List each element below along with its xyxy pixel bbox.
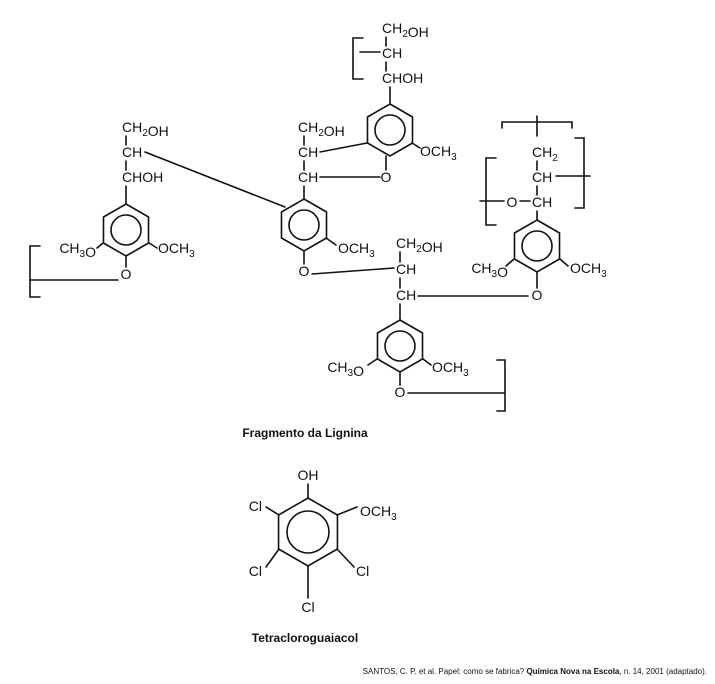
- ring-middle: [280, 198, 328, 252]
- bottom-och3: OCH3: [432, 359, 469, 379]
- source-citation: SANTOS, C. P. et al. Papel: como se fabr…: [363, 667, 707, 676]
- right-ether-o-bottom: O: [532, 287, 543, 303]
- ring-tetrachloroguaiacol: [277, 497, 339, 567]
- middle-ch-alpha: CH: [298, 169, 318, 185]
- left-ch3o: CH3O: [59, 240, 96, 260]
- middle-to-bottom-bond: [311, 267, 395, 275]
- right-ch: CH: [532, 169, 552, 185]
- bottom-ch: CH: [396, 261, 416, 277]
- bottom-methoxy-bond: [422, 358, 432, 366]
- tcg-methoxy-bond: [336, 506, 358, 516]
- tcg-cl-bottom: Cl: [301, 599, 314, 615]
- ring-top-aromatic-circle: [374, 114, 406, 146]
- top-polymer-bracket: [352, 37, 364, 80]
- source-suffix: , n. 14, 2001 (adaptado).: [619, 667, 707, 676]
- ring-right: [513, 219, 561, 273]
- left-choh: CHOH: [122, 169, 163, 185]
- right-polymer-bracket-left: [485, 157, 497, 226]
- bottom-ch3o: CH3O: [327, 359, 364, 379]
- ring-top: [366, 103, 414, 157]
- source-journal: Química Nova na Escola: [526, 667, 619, 676]
- top-ch: CH: [382, 45, 402, 61]
- right-och3: OCH3: [570, 260, 607, 280]
- middle-och3: OCH3: [338, 240, 375, 260]
- bottom-ch-alpha: CH: [396, 287, 416, 303]
- ring-left: [102, 203, 150, 257]
- middle-to-top-bond: [319, 142, 368, 153]
- tcg-och3: OCH3: [360, 503, 397, 523]
- middle-ch: CH: [298, 144, 318, 160]
- bottom-methoxy-bond: [367, 358, 378, 366]
- middle-ch2oh: CH2OH: [298, 119, 345, 139]
- right-methoxy-bond: [559, 258, 569, 267]
- bottom-ch2oh: CH2OH: [396, 235, 443, 255]
- left-methoxy-bond: [96, 242, 104, 249]
- middle-methoxy-bond: [325, 237, 337, 246]
- ring-bottom: [376, 319, 424, 373]
- ring-middle-aromatic-circle: [288, 209, 320, 241]
- tcg-cl-bottom-left: Cl: [249, 563, 262, 579]
- caption-lignin-fragment: Fragmento da Lignina: [242, 426, 368, 440]
- tcg-cl-bond: [336, 548, 355, 568]
- right-methoxy-bond: [505, 258, 515, 267]
- right-polymer-bracket-right: [574, 137, 585, 209]
- tcg-cl-bond: [265, 548, 280, 568]
- top-ch2oh: CH2OH: [382, 20, 429, 40]
- chemical-bonds: [29, 36, 591, 599]
- left-ether-o: O: [121, 266, 132, 282]
- tcg-oh: OH: [298, 467, 319, 483]
- ring-left-aromatic-circle: [110, 214, 142, 246]
- right-ch2: CH2: [532, 144, 558, 164]
- middle-ether-o: O: [299, 263, 310, 279]
- bottom-polymer-bracket: [496, 359, 506, 412]
- left-och3: OCH3: [158, 240, 195, 260]
- ring-tetrachloroguaiacol-aromatic-circle: [286, 510, 330, 554]
- bottom-ether-o: O: [395, 384, 406, 400]
- source-prefix: SANTOS, C. P. et al. Papel: como se fabr…: [363, 667, 527, 676]
- left-polymer-bracket: [29, 245, 41, 298]
- top-methoxy-bond: [411, 142, 421, 149]
- ring-right-aromatic-circle: [521, 230, 553, 262]
- caption-tetrachloroguaiacol: Tetracloroguaiacol: [252, 631, 358, 645]
- top-och3: OCH3: [420, 143, 457, 163]
- top-ether-o: O: [381, 169, 392, 185]
- left-ch2oh: CH2OH: [122, 119, 169, 139]
- ring-bottom-aromatic-circle: [384, 330, 416, 362]
- left-methoxy-bond: [148, 242, 158, 249]
- left-ch: CH: [122, 144, 142, 160]
- top-choh: CHOH: [382, 70, 423, 86]
- tcg-cl-bottom-right: Cl: [356, 563, 369, 579]
- tcg-cl-bond: [265, 506, 280, 516]
- right-ch-alpha: CH: [532, 194, 552, 210]
- aromatic-rings: [102, 103, 561, 567]
- tcg-cl-top-left: Cl: [249, 498, 262, 514]
- right-ch3o: CH3O: [471, 260, 508, 280]
- beta-o-4-linkage: [144, 151, 286, 208]
- right-ether-o: O: [507, 194, 518, 210]
